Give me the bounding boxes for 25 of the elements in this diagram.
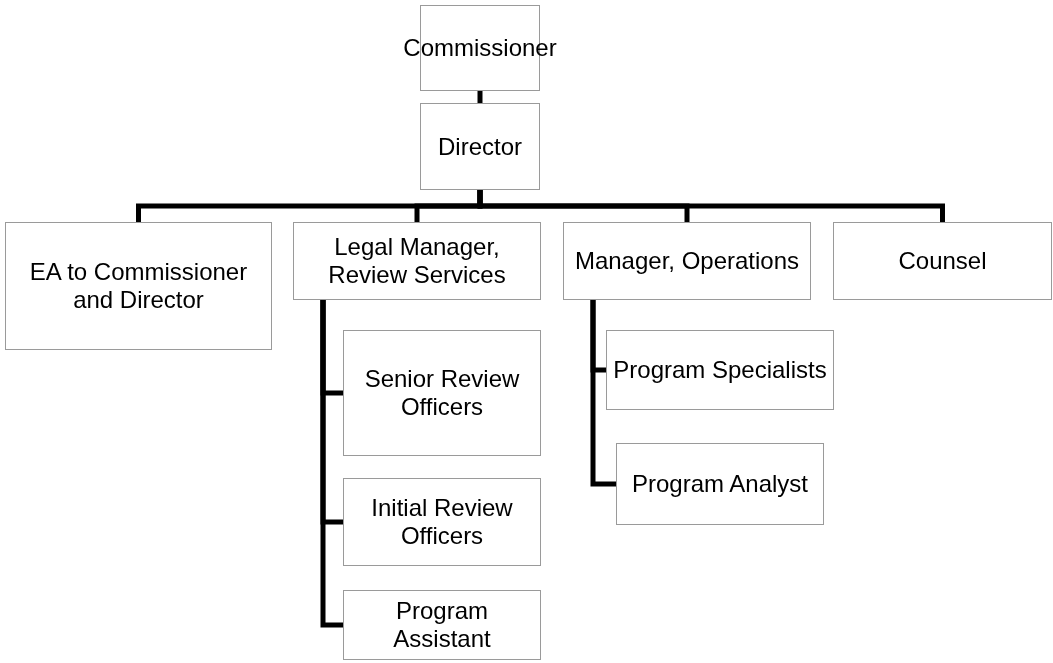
role-label: Program Analyst xyxy=(631,470,809,498)
connector-line xyxy=(477,91,483,103)
org-box xyxy=(420,103,540,190)
org-box xyxy=(343,330,541,456)
org-box xyxy=(563,222,811,300)
connector-line xyxy=(320,300,343,628)
role-label: Manager, Operations xyxy=(574,247,800,275)
org-box xyxy=(616,443,824,525)
role-label: Counsel xyxy=(898,247,987,275)
role-label: Program Assistant xyxy=(392,597,492,653)
role-label: Program Specialists xyxy=(613,356,827,384)
role-label: Commissioner xyxy=(403,34,557,62)
org-box xyxy=(293,222,541,300)
org-box xyxy=(5,222,272,350)
connector-line xyxy=(477,190,945,222)
org-box xyxy=(833,222,1052,300)
role-label: Senior Review Officers xyxy=(363,365,521,421)
org-box xyxy=(343,590,541,660)
role-label: Director xyxy=(438,132,522,161)
org-box xyxy=(343,478,541,566)
connector-line xyxy=(590,300,616,487)
org-box xyxy=(606,330,834,410)
role-label: Legal Manager, Review Services xyxy=(327,233,507,289)
role-label: Initial Review Officers xyxy=(370,494,514,550)
role-label: EA to Commissioner and Director xyxy=(28,258,249,314)
